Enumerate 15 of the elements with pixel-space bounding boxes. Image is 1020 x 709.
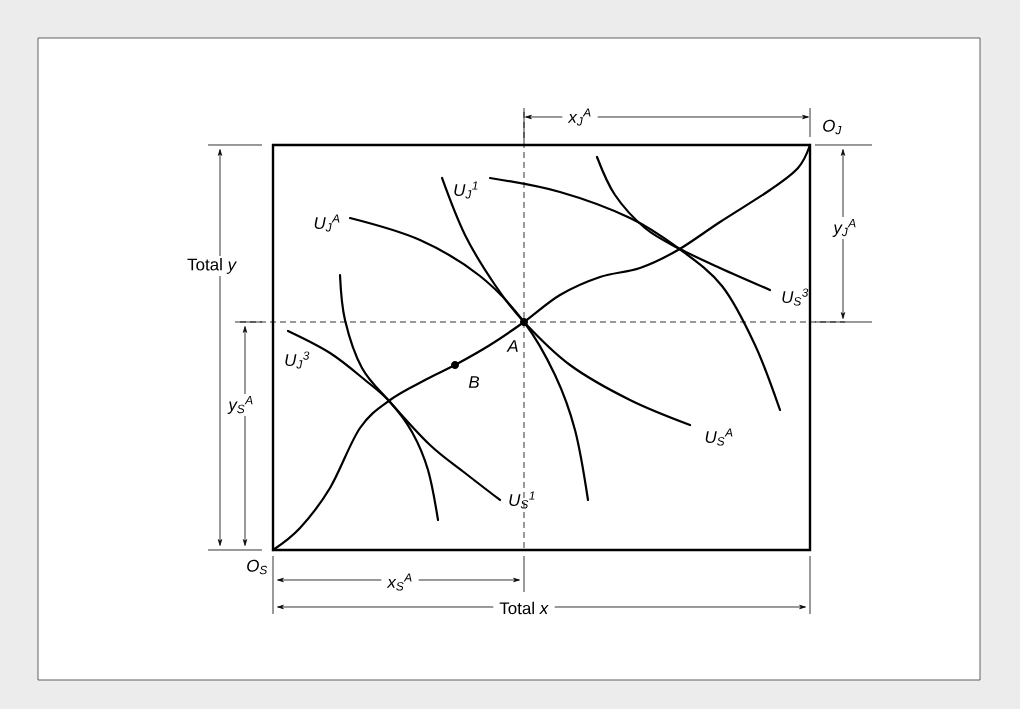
curve-label: U$_{S}$A xyxy=(705,428,733,446)
origin-label: O$_{S}$ xyxy=(247,559,268,575)
point-label: B xyxy=(468,376,480,388)
dimension-label: x$_{S}$A xyxy=(381,571,419,593)
dimension-label: x$_{J}$A xyxy=(562,106,598,128)
point-label: A xyxy=(506,340,518,352)
dimension-label: Total y xyxy=(181,256,243,276)
origin-label: O$_{J}$ xyxy=(823,119,842,135)
curve-label: U$_{J}$3 xyxy=(285,351,310,369)
curve-label: U$_{S}$1 xyxy=(509,491,535,509)
curve-label: U$_{J}$A xyxy=(314,214,340,232)
dimension-label: y$_{S}$A xyxy=(222,394,260,416)
curve-label: U$_{J}$1 xyxy=(454,181,478,199)
curve-label: U$_{S}$3 xyxy=(782,288,809,306)
dimension-label: y$_{J}$A xyxy=(827,217,863,239)
